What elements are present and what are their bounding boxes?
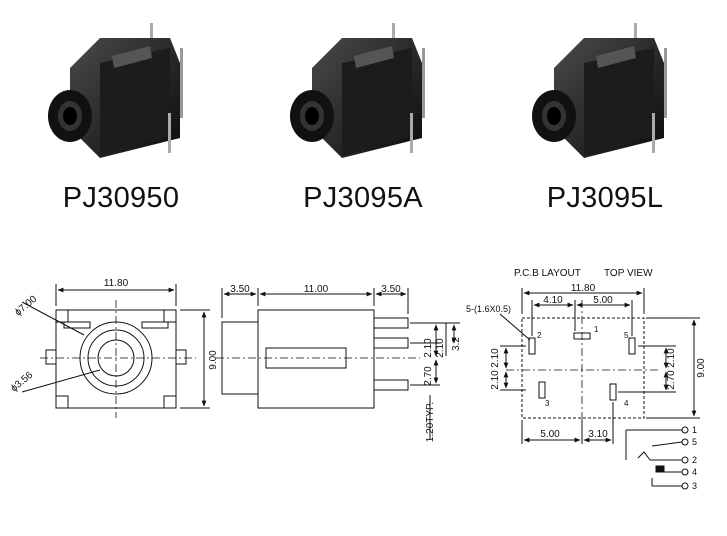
- pcb-top-right-label: 5.00: [593, 295, 613, 306]
- side-left-label: 3.50: [230, 284, 250, 295]
- side-view: [216, 288, 460, 440]
- pad-1: [573, 332, 591, 340]
- side-pin-d-label: 2.70: [423, 366, 434, 386]
- pcb-left-upper-label: 2.10: [490, 348, 501, 368]
- inner-diameter-label: ϕ3.56: [9, 369, 36, 394]
- pcb-right-a-label: 2.70: [666, 370, 677, 390]
- pad-2-label: 2: [537, 331, 542, 340]
- product-pj3095a: PJ3095A: [242, 0, 484, 230]
- side-body: [257, 309, 375, 409]
- pad-3-label: 3: [545, 399, 550, 408]
- side-pin-c-label: 3.2: [451, 337, 462, 351]
- audio-jack-illustration: [532, 23, 667, 158]
- front-height-label: 9.00: [208, 350, 219, 370]
- audio-jack-illustration: [290, 23, 425, 158]
- outer-diameter-label: ϕ7.00: [13, 293, 40, 318]
- pad-3: [538, 381, 546, 399]
- pad-1-label: 1: [594, 325, 599, 334]
- pad-4-label: 4: [624, 399, 629, 408]
- side-body-label: 11.00: [304, 284, 329, 295]
- schematic-pin-label: 1: [692, 425, 697, 435]
- pcb-height-label: 9.00: [696, 358, 707, 378]
- pcb-bottom-left-label: 5.00: [540, 429, 560, 440]
- pcb-bottom-right-label: 3.10: [588, 429, 608, 440]
- product-name: PJ3095A: [303, 182, 423, 214]
- front-view: [21, 284, 210, 418]
- product-pj3095l: PJ3095L: [484, 0, 726, 230]
- product-name: PJ30950: [62, 182, 180, 214]
- pin-schematic: [625, 426, 689, 490]
- front-width-label: 11.80: [104, 278, 129, 289]
- pcb-top-left-label: 4.10: [543, 295, 563, 306]
- product-name: PJ3095L: [546, 182, 664, 214]
- pcb-right-b-label: 2.10: [666, 348, 677, 368]
- side-right-label: 3.50: [381, 284, 401, 295]
- side-pin-a-label: 2.10: [423, 338, 434, 358]
- schematic-pin-label: 5: [692, 437, 697, 447]
- pcb-view-label: TOP VIEW: [604, 268, 653, 279]
- side-pin-b-label: 2.10: [435, 338, 446, 358]
- pcb-hole-label: 5-(1.6X0.5): [466, 304, 511, 314]
- pcb-outline: [521, 317, 645, 419]
- pad-2: [528, 337, 536, 355]
- side-typ-label: 1.20TYP.: [425, 402, 436, 442]
- schematic-pin-label: 4: [692, 467, 697, 477]
- pcb-width-label: 11.80: [571, 283, 596, 294]
- pcb-layout: [499, 288, 700, 444]
- pad-5-label: 5: [624, 331, 629, 340]
- audio-jack-illustration: [48, 23, 183, 158]
- schematic-pin-label: 3: [692, 481, 697, 491]
- pad-4: [609, 383, 617, 401]
- schematic-pin-label: 2: [692, 455, 697, 465]
- pcb-title: P.C.B LAYOUT: [514, 268, 581, 279]
- pcb-left-lower-label: 2.10: [490, 370, 501, 390]
- pad-5: [628, 337, 636, 355]
- product-pj30950: PJ30950: [0, 0, 242, 230]
